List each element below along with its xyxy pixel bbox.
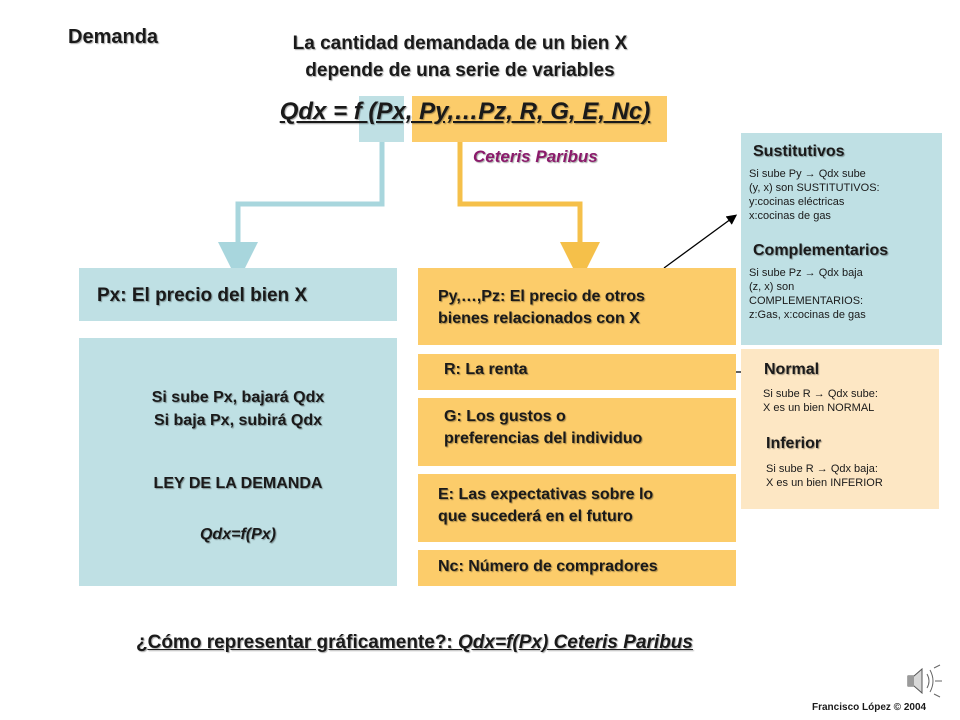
expectations-line-2: que sucederá en el futuro <box>438 508 633 525</box>
substitutes-title: Sustitutivos <box>753 143 845 160</box>
arrow-right-icon: → <box>813 388 825 400</box>
arrow-to-related <box>663 214 738 269</box>
tastes-line-2: preferencias del individuo <box>444 430 643 447</box>
complements-text: Si sube Pz → Qdx baja (z, x) son COMPLEM… <box>749 267 866 321</box>
tastes-box: G: Los gustos o preferencias del individ… <box>418 398 736 466</box>
inferior-text: Si sube R → Qdx baja: X es un bien INFER… <box>766 463 883 489</box>
buyers-box: Nc: Número de compradores <box>418 550 736 586</box>
income-label: R: La renta <box>444 361 528 378</box>
ceteris-paribus: Ceteris Paribus <box>473 147 598 166</box>
law-line-1: Si sube Px, bajará Qdx <box>151 389 325 406</box>
connector-px <box>218 142 385 282</box>
tastes-line-1: G: Los gustos o <box>444 408 566 425</box>
connector-others <box>457 142 600 282</box>
price-label: Px: El precio del bien X <box>97 285 308 306</box>
income-box: R: La renta <box>418 354 736 390</box>
expectations-box: E: Las expectativas sobre lo que suceder… <box>418 474 736 542</box>
graph-question: ¿Cómo representar gráficamente?: Qdx=f(P… <box>136 632 693 654</box>
question-text: ¿Cómo representar gráficamente?: <box>136 632 459 653</box>
related-goods-panel: Sustitutivos Si sube Py → Qdx sube (y, x… <box>741 133 942 345</box>
income-types-panel: Normal Si sube R → Qdx sube: X es un bie… <box>741 349 939 509</box>
other-prices-line-1: Py,…,Pz: El precio de otros <box>438 288 645 305</box>
inferior-title: Inferior <box>766 435 822 452</box>
intro-line-2: depende de una serie de variables <box>305 60 615 81</box>
arrow-right-icon: → <box>804 168 816 180</box>
price-box: Px: El precio del bien X <box>79 268 397 321</box>
arrow-right-icon: → <box>816 463 828 475</box>
speaker-icon[interactable] <box>904 664 944 698</box>
other-prices-box: Py,…,Pz: El precio de otros bienes relac… <box>418 268 736 345</box>
section-title: Demanda <box>68 26 159 48</box>
complements-title: Complementarios <box>753 242 889 259</box>
other-prices-line-2: bienes relacionados con X <box>438 310 640 327</box>
expectations-line-1: E: Las expectativas sobre lo <box>438 486 654 503</box>
substitutes-text: Si sube Py → Qdx sube (y, x) son SUSTITU… <box>749 168 880 222</box>
demand-law-box: Si sube Px, bajará Qdx Si baja Px, subir… <box>79 338 397 586</box>
formula: Qdx = f (Px, Py,…Pz, R, G, E, Nc) <box>279 98 651 125</box>
arrow-right-icon: → <box>804 267 816 279</box>
formula-px-highlight <box>359 96 404 142</box>
question-formula: Qdx=f(Px) Ceteris Paribus <box>458 632 693 653</box>
law-formula: Qdx=f(Px) <box>199 526 276 543</box>
credit: Francisco López © 2004 <box>812 702 927 713</box>
law-title: LEY DE LA DEMANDA <box>153 475 323 492</box>
intro-line-1: La cantidad demandada de un bien X <box>292 33 628 54</box>
buyers-label: Nc: Número de compradores <box>438 558 658 575</box>
formula-others-highlight <box>412 96 667 142</box>
intro-text: La cantidad demandada de un bien X depen… <box>230 30 690 84</box>
normal-text: Si sube R → Qdx sube: X es un bien NORMA… <box>763 388 878 414</box>
normal-title: Normal <box>764 361 820 378</box>
law-line-2: Si baja Px, subirá Qdx <box>153 412 323 429</box>
